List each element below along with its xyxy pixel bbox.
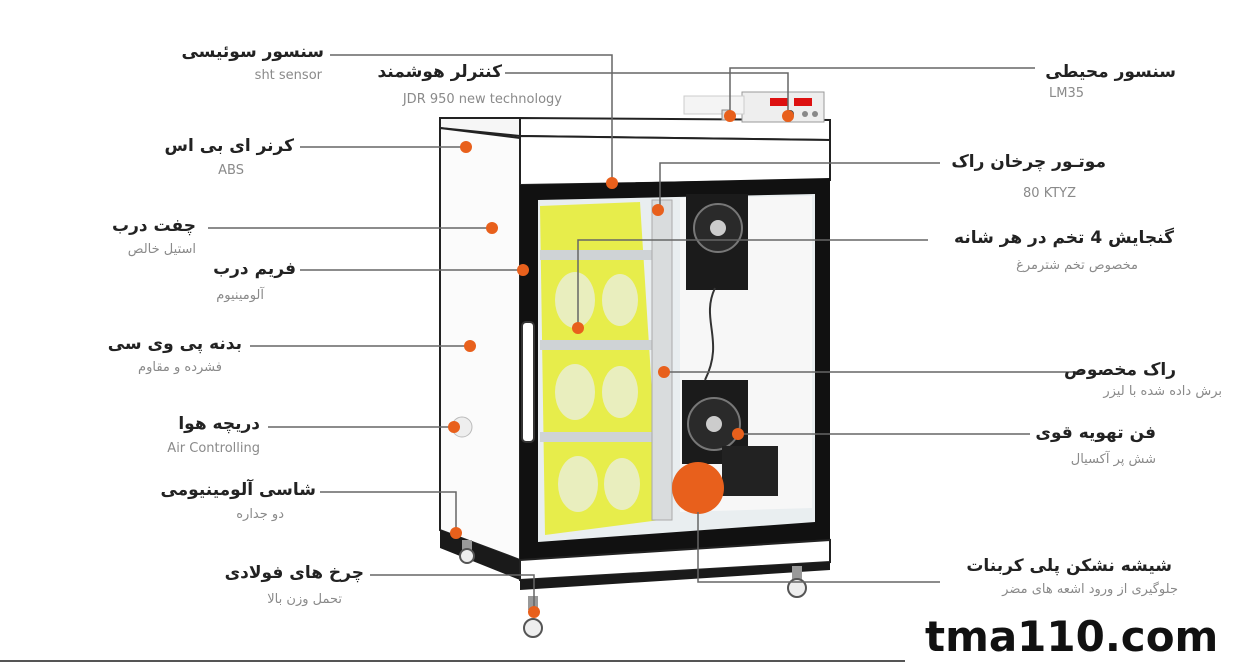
label-abs-sub: ABS [218, 163, 244, 178]
label-glass-sub: جلوگیری از ورود اشعه های مضر [1002, 582, 1178, 597]
label-chassis-title: شاسی آلومینیومی [160, 480, 316, 500]
label-glass-title: شیشه نشکن پلی کربنات [966, 556, 1172, 576]
label-special-rack-sub: برش داده شده با لیزر [1103, 384, 1222, 399]
label-ambient-sensor-title: سنسور محیطی [1045, 62, 1176, 82]
label-capacity-title: گنجایش 4 تخم در هر شانه [954, 228, 1174, 248]
glass-marker-circle [672, 462, 724, 514]
incubator-cabinet [439, 91, 831, 638]
wheel-front-left [523, 596, 543, 638]
label-wheels-title: چرخ های فولادی [224, 563, 364, 583]
fan-lower [682, 380, 778, 496]
wheel-left [459, 540, 475, 564]
label-rack-motor-title: موتـور چرخان راک [951, 152, 1106, 172]
wheel-front-right [787, 566, 807, 598]
label-controller-title: کنترلر هوشمند [377, 62, 502, 82]
footer-divider [0, 660, 905, 662]
door-handle [521, 321, 535, 443]
label-fan-title: فن تهویه قوی [1035, 423, 1156, 443]
label-latch-title: چفت درب [112, 216, 196, 236]
egg-rack [540, 199, 673, 535]
label-rack-motor-sub: 80 KTYZ [1023, 186, 1076, 201]
label-sht-sensor-sub: sht sensor [254, 68, 322, 83]
label-controller-sub: JDR 950 new technology [402, 92, 562, 107]
marker-dots [448, 110, 794, 618]
leader-lines [208, 54, 1085, 612]
website-url: tma110.com [925, 612, 1219, 661]
label-special-rack-title: راک مخصوص [1064, 360, 1176, 380]
label-sht-sensor-title: سنسور سوئیسی [181, 42, 324, 62]
label-pvc-body-sub: فشرده و مقاوم [138, 360, 222, 375]
label-wheels-sub: تحمل وزن بالا [267, 592, 342, 607]
fan-upper [686, 194, 748, 290]
label-air-vent-sub: Air Controlling [167, 441, 260, 456]
label-chassis-sub: دو جداره [236, 507, 284, 522]
label-pvc-body-title: بدنه پی وی سی [107, 334, 242, 354]
label-latch-sub: استیل خالص [127, 242, 196, 257]
label-air-vent-title: دریچه هوا [178, 414, 260, 434]
label-door-frame-sub: آلومینیوم [216, 288, 264, 303]
label-door-frame-title: فریم درب [213, 259, 296, 279]
label-fan-sub: شش پر آکسیال [1070, 452, 1156, 467]
label-capacity-sub: مخصوص تخم شترمرغ [1016, 258, 1138, 273]
label-ambient-sensor-sub: LM35 [1048, 86, 1084, 101]
label-abs-title: کرنر ای بی اس [164, 136, 294, 156]
